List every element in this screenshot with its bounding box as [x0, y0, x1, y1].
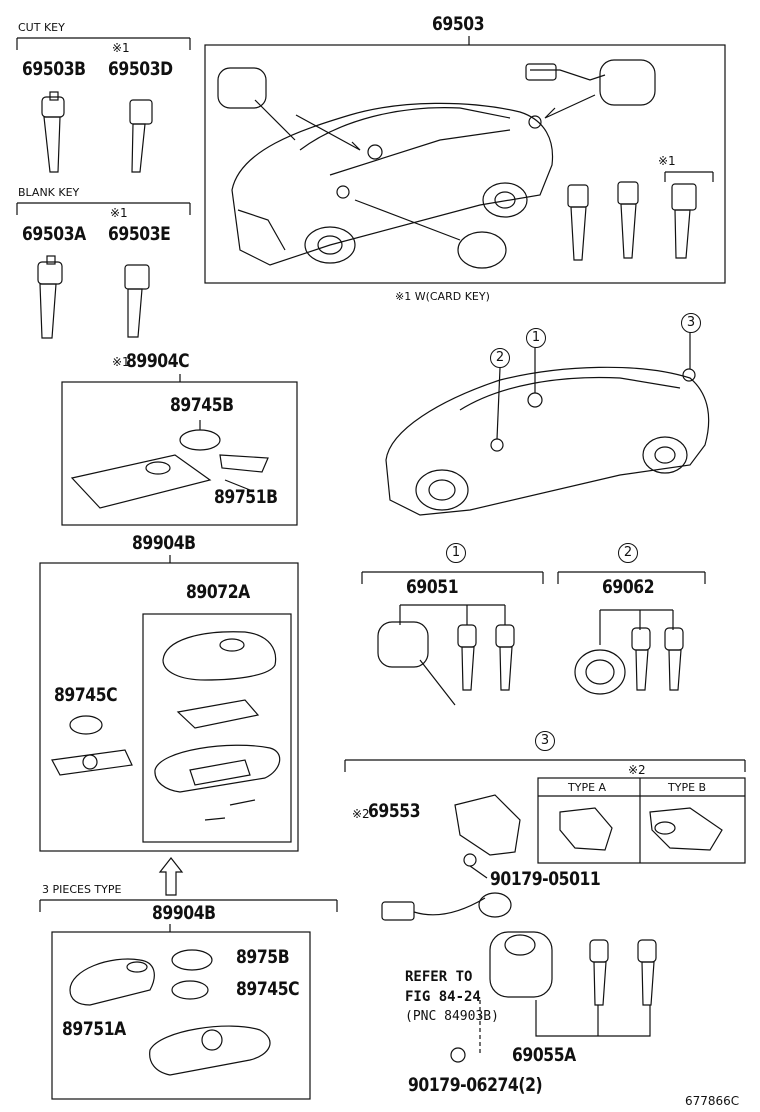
refer-line-1: REFER TO	[405, 969, 473, 985]
cover-type-b	[649, 807, 723, 851]
remote-key-assembly	[51, 631, 281, 821]
note-mark: ※1	[658, 154, 676, 168]
part-90179-06274: 90179-06274(2)	[408, 1074, 543, 1096]
parts-69051	[377, 604, 515, 706]
note-mark: ※2	[628, 763, 646, 777]
part-69062: 69062	[602, 576, 655, 598]
part-89745C-3p: 89745C	[236, 978, 300, 1000]
part-89745C: 89745C	[54, 684, 118, 706]
car-sedan-right	[385, 332, 710, 516]
part-90179-05011: 90179-05011	[490, 868, 601, 890]
car-sedan-top	[231, 102, 554, 266]
refer-line-2: FIG 84-24	[405, 989, 481, 1005]
callout-1: 1	[446, 543, 466, 563]
remote-key-3pieces	[69, 949, 271, 1076]
type-a-label: TYPE A	[568, 781, 607, 794]
refer-line-3: (PNC 84903B)	[405, 1009, 499, 1024]
callout-3: 3	[681, 313, 701, 333]
part-89751A: 89751A	[62, 1018, 126, 1040]
blank-key-heading: BLANK KEY	[18, 186, 80, 199]
door-cylinder-top	[354, 199, 507, 269]
part-89904C: 89904C	[126, 350, 190, 372]
box-89072A	[142, 613, 292, 843]
cut-key-bracket	[16, 37, 191, 50]
part-69503B: 69503B	[22, 58, 86, 80]
cut-key-69503B	[41, 91, 65, 173]
card-key-case	[70, 420, 269, 509]
part-89745B: 89745B	[170, 394, 234, 416]
lock-cylinder-top	[217, 67, 361, 151]
callout-3: 3	[535, 731, 555, 751]
type-b-label: TYPE B	[668, 781, 707, 794]
part-89904B: 89904B	[132, 532, 196, 554]
callout-2: 2	[490, 348, 510, 368]
cut-key-69503D	[129, 99, 153, 173]
figure-id: 677866C	[685, 1094, 740, 1108]
part-69503D: 69503D	[108, 58, 173, 80]
box-type-ab	[537, 777, 746, 864]
box-69503	[204, 44, 726, 284]
part-69553: 69553	[368, 800, 421, 822]
box-89904B-3p	[51, 931, 311, 1100]
callout-1: 1	[526, 328, 546, 348]
part-8975B: 8975B	[236, 946, 290, 968]
keys-set-top	[567, 171, 714, 261]
part-89072A: 89072A	[186, 581, 250, 603]
note-mark: ※1	[110, 206, 128, 220]
ignition-69055A	[381, 892, 657, 1063]
part-69503A: 69503A	[22, 223, 86, 245]
three-pieces-heading: 3 PIECES TYPE	[42, 883, 122, 896]
blank-key-69503E	[124, 264, 150, 338]
note-mark: ※1	[112, 355, 130, 369]
arrow-up	[158, 857, 184, 896]
part-69051: 69051	[406, 576, 459, 598]
note-mark: ※2	[352, 807, 370, 821]
part-69503: 69503	[432, 13, 485, 35]
ignition-top	[525, 59, 656, 119]
part-89751B: 89751B	[214, 486, 278, 508]
cover-69553	[454, 794, 521, 879]
parts-69062	[574, 609, 684, 695]
part-69055A: 69055A	[512, 1044, 576, 1066]
note-mark: ※1	[112, 41, 130, 55]
cut-key-heading: CUT KEY	[18, 21, 65, 34]
part-69503E: 69503E	[108, 223, 171, 245]
card-key-note: ※1 W(CARD KEY)	[395, 290, 490, 303]
callout-2: 2	[618, 543, 638, 563]
blank-key-bracket	[16, 202, 191, 215]
blank-key-69503A	[37, 255, 63, 339]
cover-type-a	[559, 807, 613, 851]
box-89904B	[39, 562, 299, 852]
part-89904B-3p: 89904B	[152, 902, 216, 924]
